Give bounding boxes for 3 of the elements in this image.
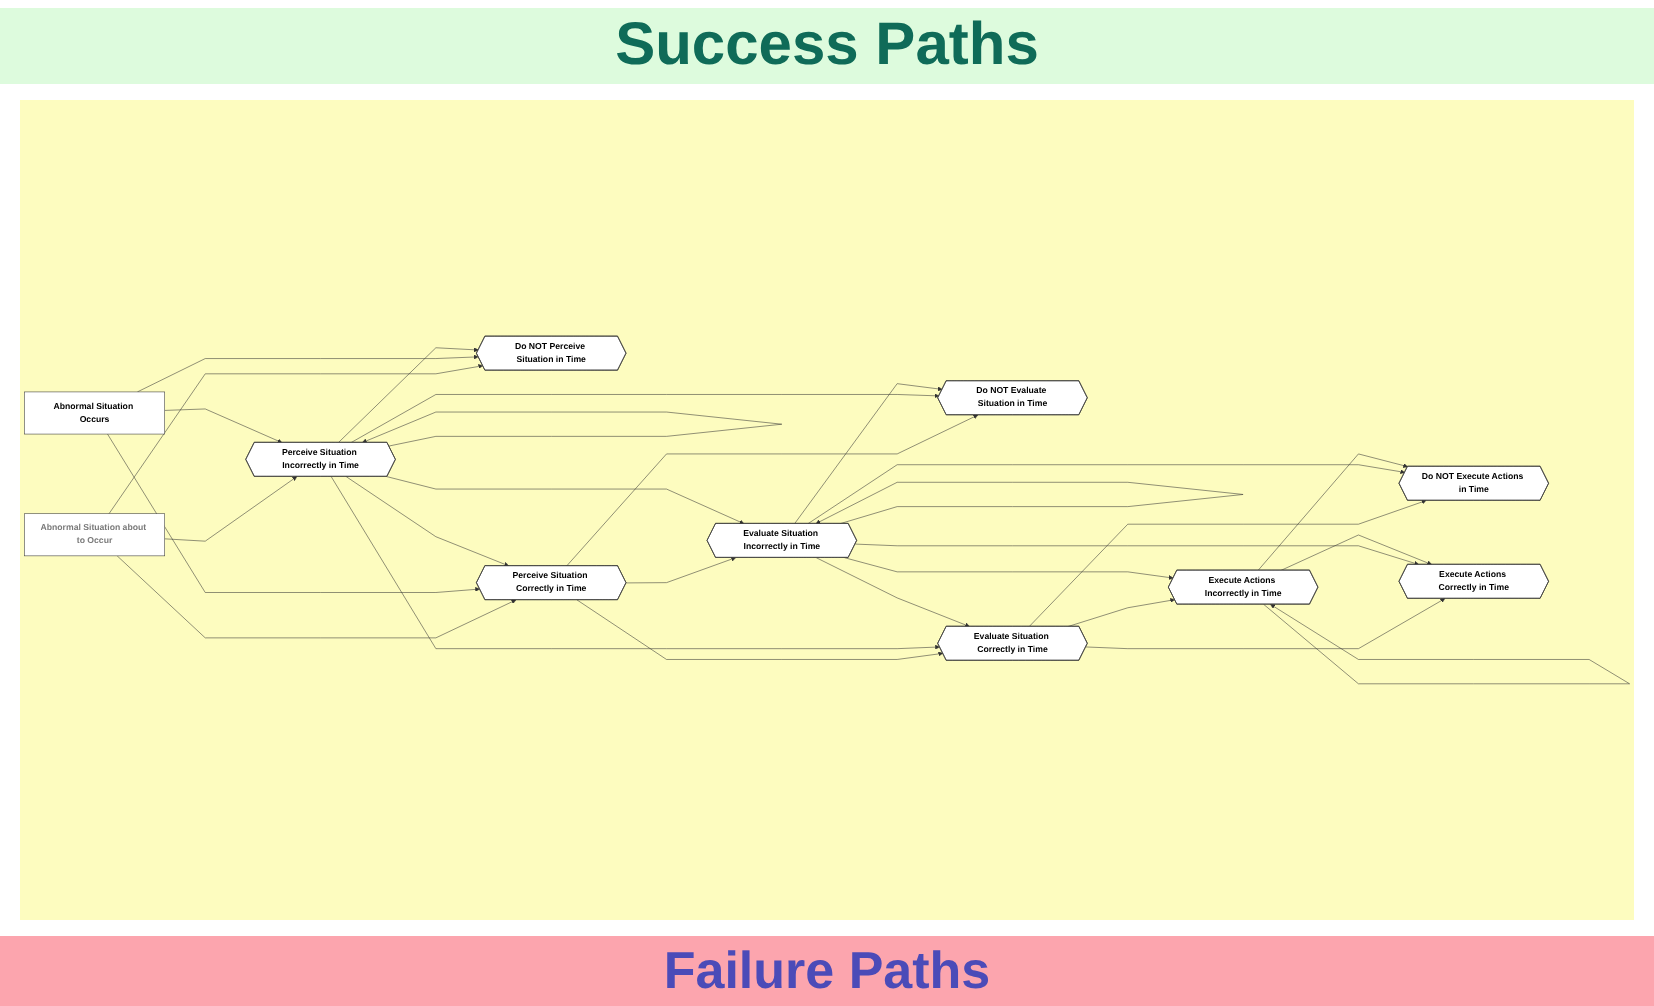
band-label: Failure Paths <box>0 936 1654 1006</box>
diagram-title: Success Paths <box>0 8 1654 84</box>
arrow <box>1263 604 1630 685</box>
